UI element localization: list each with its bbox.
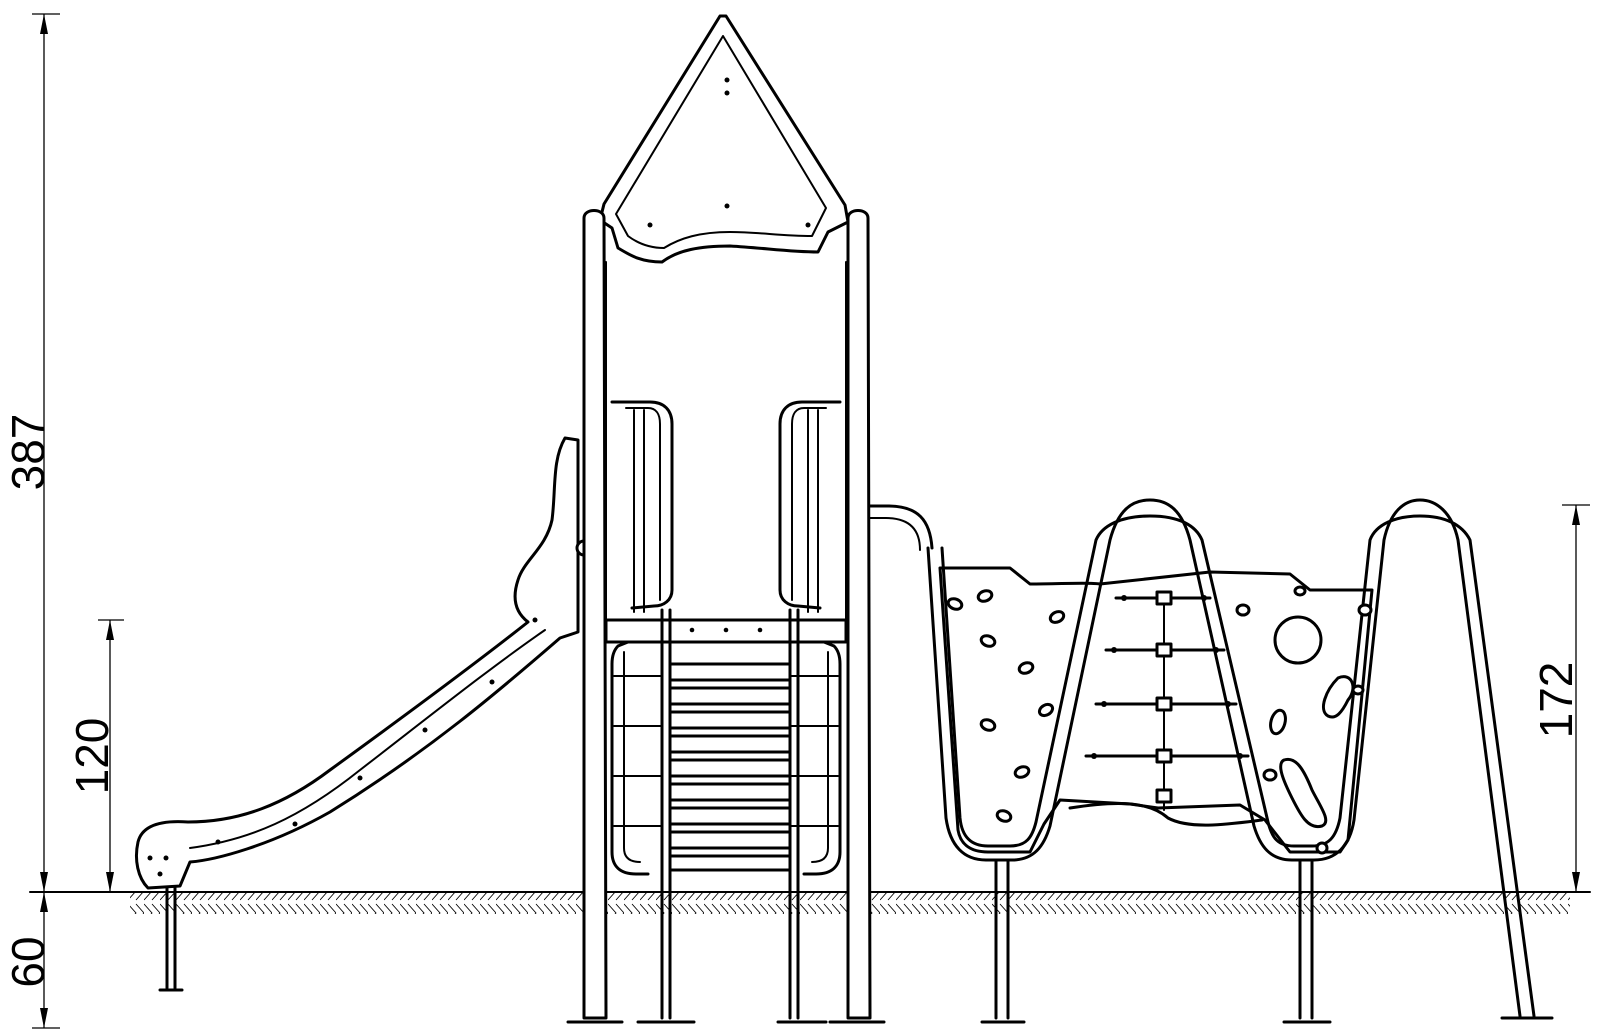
- wall-cutouts: [1269, 615, 1355, 855]
- connector-rail: [868, 504, 934, 550]
- dimension-foundation-depth-label: 60: [2, 936, 54, 987]
- tower-post-left: [582, 209, 608, 1020]
- slide-chute: [134, 436, 580, 890]
- platform-bolts: [689, 627, 763, 633]
- tower-lower-frame: [610, 640, 650, 876]
- dimension-slide-platform-height: 120: [66, 619, 124, 892]
- dimension-total-height: 387: [2, 13, 60, 892]
- roof-bolts: [647, 77, 811, 228]
- dimension-foundation-depth: 60: [2, 892, 60, 1029]
- tower: [566, 14, 886, 1024]
- tower-post-right: [846, 209, 872, 1020]
- ground: [29, 891, 1591, 914]
- rope-net: [1068, 590, 1264, 827]
- tower-railing-right: [778, 400, 842, 610]
- dimension-climbing-wall-height: 172: [1530, 504, 1590, 892]
- climbing-holds: [946, 585, 1373, 823]
- slide: [134, 436, 593, 992]
- dimension-lines: 387 60 120 172: [2, 13, 1590, 1029]
- tower-railing-left: [610, 400, 674, 610]
- dimension-climbing-wall-height-label: 172: [1530, 662, 1582, 739]
- climbing-frame-tube: [926, 498, 1522, 1018]
- dimension-slide-platform-height-label: 120: [66, 718, 118, 795]
- tower-roof: [598, 14, 850, 264]
- tower-ladder: [636, 608, 828, 1024]
- dimension-total-height-label: 387: [2, 414, 54, 491]
- slide-bolts: [147, 617, 538, 877]
- climbing-structure: [868, 498, 1554, 1024]
